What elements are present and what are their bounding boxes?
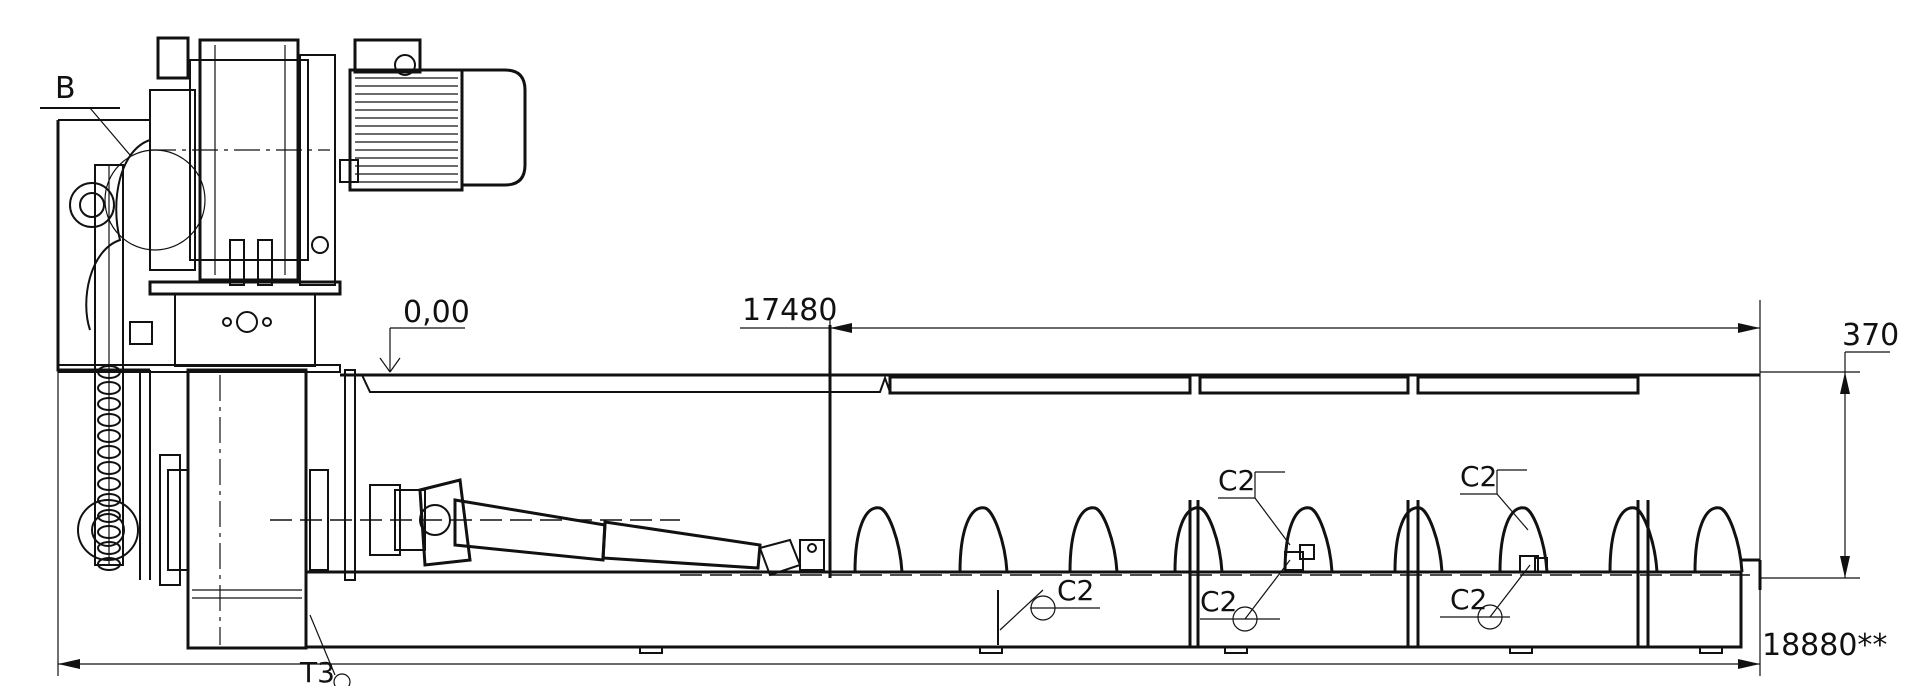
auger-flight bbox=[1173, 506, 1224, 573]
chain-link bbox=[97, 493, 121, 507]
electric-motor bbox=[339, 38, 527, 192]
auger-flights bbox=[853, 506, 1744, 573]
auger-flight bbox=[1068, 506, 1119, 573]
level-mark: 0,00 bbox=[379, 295, 470, 373]
level-mark-text: 0,00 bbox=[403, 295, 470, 330]
auger-flight bbox=[1283, 506, 1334, 573]
auger-flight bbox=[1608, 506, 1659, 573]
section-callout-4: C2 bbox=[1200, 559, 1291, 632]
dim-inner-length-text: 17480 bbox=[742, 293, 837, 328]
section-callout-5: C2 bbox=[1440, 564, 1531, 630]
inlet-box bbox=[139, 368, 680, 650]
section-c2-c-text: C2 bbox=[1057, 574, 1094, 607]
chain-link bbox=[97, 525, 121, 539]
dimension-height: 370 bbox=[1760, 318, 1899, 579]
chain-link bbox=[97, 429, 121, 443]
section-c2-e-text: C2 bbox=[1450, 583, 1487, 616]
chain-link bbox=[97, 541, 121, 555]
gearbox bbox=[149, 36, 336, 286]
trough bbox=[304, 325, 1762, 654]
chain-link bbox=[97, 461, 121, 475]
auger-flight bbox=[1693, 506, 1744, 573]
view-b-text: B bbox=[55, 71, 76, 106]
chain-link bbox=[97, 413, 121, 427]
chain-link bbox=[97, 381, 121, 395]
section-c2-a-text: C2 bbox=[1218, 464, 1255, 497]
section-c2-b-text: C2 bbox=[1460, 460, 1497, 493]
t3-callout: T3 bbox=[299, 614, 351, 686]
view-b-label: B bbox=[55, 71, 76, 106]
auger-flight bbox=[958, 506, 1009, 573]
gearbox-base bbox=[129, 280, 342, 367]
chain-link bbox=[97, 365, 121, 379]
auger-flight bbox=[853, 506, 904, 573]
section-callout-2: C2 bbox=[1460, 460, 1529, 531]
auger-flight bbox=[1498, 506, 1549, 573]
section-callout-3: C2 bbox=[999, 574, 1100, 631]
chain-link bbox=[97, 445, 121, 459]
dim-total-length-text: 18880** bbox=[1762, 628, 1887, 663]
dim-height-text: 370 bbox=[1842, 318, 1899, 353]
section-c2-d-text: C2 bbox=[1200, 585, 1237, 618]
drive-chain bbox=[69, 164, 139, 571]
view-b-callout bbox=[89, 107, 206, 251]
auger-flight bbox=[1393, 506, 1444, 573]
dimension-total-length: 18880** bbox=[57, 120, 1887, 676]
chain-link bbox=[97, 477, 121, 491]
chain-link bbox=[97, 397, 121, 411]
dimension-inner-length: 17480 bbox=[740, 293, 1760, 375]
shaft-couplings bbox=[1284, 544, 1548, 573]
chain-link bbox=[97, 509, 121, 523]
drive-shaft bbox=[369, 478, 825, 577]
t3-text: T3 bbox=[299, 656, 335, 686]
chain-link bbox=[97, 557, 121, 571]
section-callout-1: C2 bbox=[1218, 464, 1291, 546]
